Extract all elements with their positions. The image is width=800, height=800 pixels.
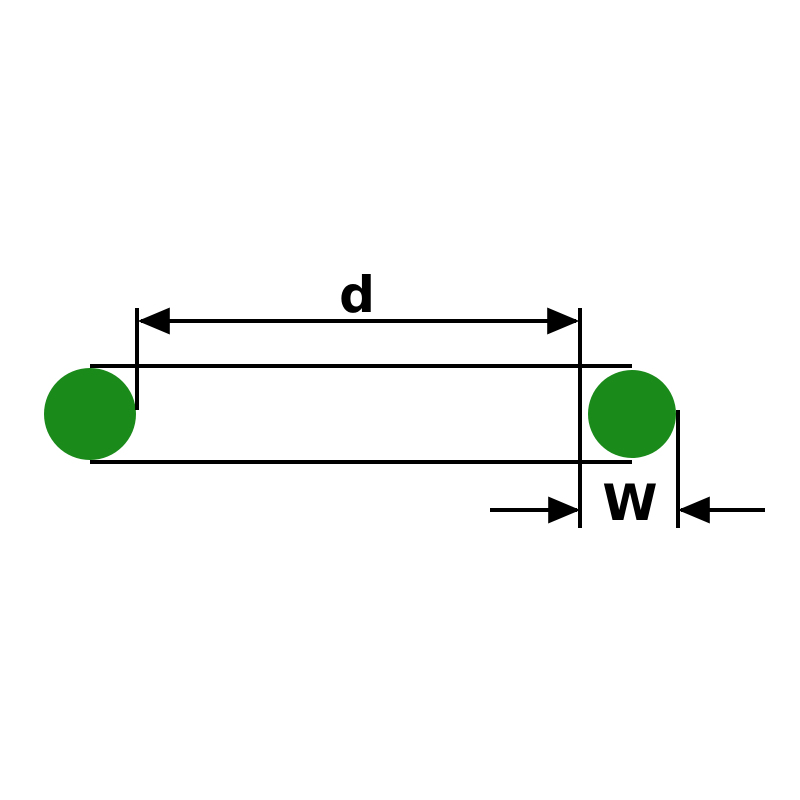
dimension-d-label: d [339, 266, 375, 324]
dimension-w-label: W [602, 474, 657, 532]
oring-left-cross-section [44, 368, 136, 460]
oring-right-cross-section [588, 370, 676, 458]
